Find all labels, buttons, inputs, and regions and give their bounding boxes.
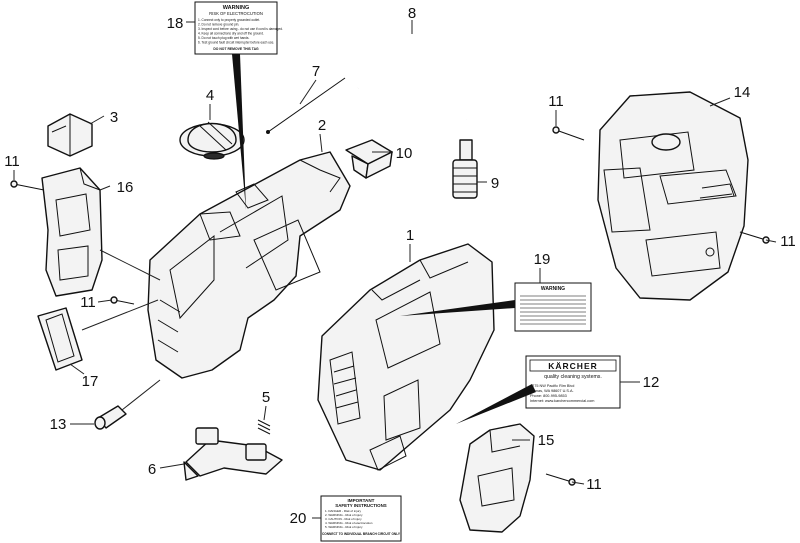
callout-7: 7 <box>312 63 320 80</box>
label-20-line-5: 5. WARNING - Risk of injury <box>325 525 363 529</box>
label-20-title: IMPORTANT <box>348 498 375 503</box>
label-12-pointer <box>456 384 536 424</box>
label-18-line-4: 4. Keep all connections dry and off the … <box>198 32 264 36</box>
callout-6: 6 <box>148 461 156 478</box>
callout-12: 12 <box>643 374 660 391</box>
label-12-brand: KÄRCHER <box>548 361 598 371</box>
label-18-line-6: 6. Test ground fault circuit interrupter… <box>198 41 274 45</box>
callout-11-bracket: 11 <box>586 476 602 493</box>
label-18-title: WARNING <box>223 5 250 11</box>
label-12-line-1: 4275 NW Pacific Rim Blvd <box>530 384 574 388</box>
callout-15: 15 <box>538 432 555 449</box>
label-20-line-2: 2. WARNING - Risk of injury <box>325 513 363 517</box>
safety-label-20: IMPORTANT SAFETY INSTRUCTIONS 1. DANGER … <box>320 495 402 542</box>
karcher-label-12: KÄRCHER quality cleaning systems. 4275 N… <box>525 355 621 409</box>
part-1-housing <box>317 243 495 471</box>
label-18-footer: DO NOT REMOVE THIS TAG <box>213 47 259 51</box>
callout-11-left-top: 11 <box>4 153 20 170</box>
part-5-spring <box>257 419 271 435</box>
callout-9: 9 <box>491 175 499 192</box>
callout-11-left-mid: 11 <box>80 294 96 311</box>
part-3-clip <box>47 113 93 157</box>
label-20-line-3: 3. CAUTION - Risk of injury <box>325 517 362 521</box>
part-8-hose <box>357 32 467 121</box>
label-18-pointer <box>232 54 246 210</box>
part-17-gasket <box>37 307 83 371</box>
label-18-line-2: 2. Do not remove ground pin. <box>198 23 239 27</box>
label-20-footer: CONNECT TO INDIVIDUAL BRANCH CIRCUIT ONL… <box>322 532 401 536</box>
part-15-bracket <box>459 423 535 533</box>
callout-2: 2 <box>318 117 326 134</box>
part-4-knob <box>179 121 245 160</box>
label-20-subtitle: SAFETY INSTRUCTIONS <box>335 503 386 508</box>
callout-3: 3 <box>110 109 118 126</box>
label-20-line-4: 4. WARNING - Risk of electrocution <box>325 521 373 525</box>
callout-16: 16 <box>117 179 134 196</box>
part-9-filter <box>452 139 478 199</box>
part-16-side-cover <box>41 167 103 297</box>
label-12-line-2: Camas, WA 98607 U.S.A. <box>530 389 574 393</box>
label-18-line-1: 1. Connect only to properly grounded out… <box>198 18 260 22</box>
label-19-pointer <box>400 300 515 316</box>
part-10-valve <box>345 139 393 179</box>
part-14-hood <box>597 91 749 301</box>
label-19-title: WARNING <box>541 286 565 292</box>
label-18-line-5: 5. Do not touch plug with wet hands. <box>198 36 250 40</box>
callout-5: 5 <box>262 389 270 406</box>
label-18-subtitle: RISK OF ELECTROCUTION <box>209 11 263 16</box>
callout-17: 17 <box>82 373 99 390</box>
callout-19: 19 <box>534 251 551 268</box>
callout-11-hood-right: 11 <box>780 233 796 250</box>
callout-13: 13 <box>50 416 67 433</box>
callout-4: 4 <box>206 87 214 104</box>
warning-label-19: WARNING <box>514 282 592 332</box>
callout-11-hood-left: 11 <box>548 93 564 110</box>
karcher-logo-icon <box>529 359 617 372</box>
label-12-line-3: Phone: 800-995-9853 <box>530 394 567 398</box>
callout-1: 1 <box>406 227 414 244</box>
callout-20: 20 <box>290 510 307 527</box>
part-6-bracket <box>183 427 283 481</box>
callout-10: 10 <box>396 145 413 162</box>
callout-14: 14 <box>734 84 751 101</box>
part-2-housing <box>147 151 351 379</box>
callout-numbers: 18 8 7 3 4 2 10 9 11 16 11 14 11 1 19 12… <box>4 5 796 527</box>
callout-18: 18 <box>167 15 184 32</box>
label-18-line-3: 3. Inspect cord before using - do not us… <box>198 27 283 31</box>
label-12-tagline: quality cleaning systems. <box>544 374 602 380</box>
part-13-pin <box>94 405 127 430</box>
leader-lines <box>13 20 777 519</box>
label-20-line-1: 1. DANGER - Risk of injury <box>325 509 362 513</box>
part-7-wire <box>266 77 346 134</box>
callout-8: 8 <box>408 5 416 22</box>
label-12-line-4: Internet: www.karchercommercial.com <box>530 399 594 403</box>
warning-label-18: WARNING RISK OF ELECTROCUTION 1. Connect… <box>194 1 283 55</box>
